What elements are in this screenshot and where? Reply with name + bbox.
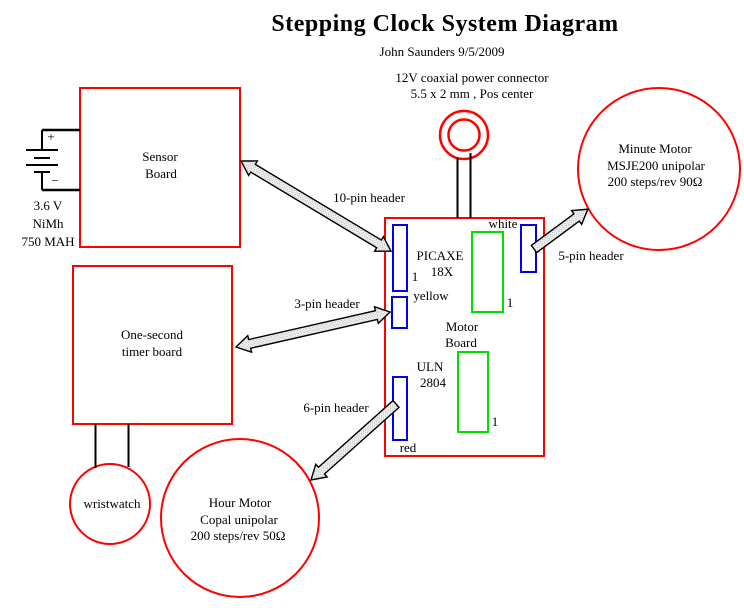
arrow-6pin: [310, 399, 400, 481]
battery-symbol: [26, 128, 80, 192]
wire-label-yellow: yellow: [413, 288, 449, 303]
motor-board-box: [384, 217, 545, 457]
pin1-marker-bottom-chip: 1: [491, 414, 499, 429]
pin1-marker-picaxe: 1: [411, 269, 419, 284]
power-connector-label-line2: 5.5 x 2 mm , Pos center: [410, 86, 534, 101]
battery-minus-sign: −: [51, 173, 59, 188]
sensor-board-box: [79, 87, 241, 248]
battery-label-capacity: 750 MAH: [21, 234, 75, 249]
coax-connector-inner-circle: [447, 118, 481, 152]
hour-motor-label-line3: 200 steps/rev 50Ω: [190, 528, 286, 543]
picaxe-label-line1: PICAXE: [416, 248, 464, 263]
header5-label: 5-pin header: [558, 248, 624, 263]
minute-motor-label-line3: 200 steps/rev 90Ω: [607, 174, 703, 189]
wire-label-red: red: [399, 440, 417, 455]
author-date: John Saunders 9/5/2009: [379, 44, 505, 59]
header6-label: 6-pin header: [303, 400, 369, 415]
chip-bottom-rect: [457, 351, 489, 433]
header3-label: 3-pin header: [294, 296, 360, 311]
pin1-marker-top-chip: 1: [506, 295, 514, 310]
wristwatch-circle: [69, 463, 151, 545]
black-wires: [26, 128, 472, 468]
picaxe-label-line2: 18X: [430, 264, 454, 279]
uln-label-line2: 2804: [420, 375, 446, 390]
page-title: Stepping Clock System Diagram: [271, 11, 619, 37]
coax-connector-outer-circle: [438, 109, 490, 161]
minute-motor-label-line1: Minute Motor: [618, 141, 692, 156]
arrow-3pin: [234, 305, 392, 354]
header10-label: 10-pin header: [333, 190, 405, 205]
connector-arrows: [234, 160, 589, 481]
sensor-board-label-line1: Sensor: [142, 149, 178, 164]
arrow-10pin: [239, 160, 393, 252]
power-connector-label-line1: 12V coaxial power connector: [395, 70, 549, 85]
minute-motor-label-line2: MSJE200 unipolar: [607, 158, 705, 173]
header-3pin-rect: [391, 296, 408, 329]
battery-plus-sign: +: [47, 129, 55, 144]
green-chips: [457, 231, 504, 433]
timer-board-label-line2: timer board: [121, 344, 183, 359]
battery-label-chemistry: NiMh: [32, 216, 64, 231]
hour-motor-circle: [160, 438, 320, 598]
motor-board-label-line1: Motor: [445, 319, 479, 334]
sensor-board-label-line2: Board: [145, 166, 177, 181]
minute-motor-circle: [577, 87, 741, 251]
hour-motor-label-line1: Hour Motor: [208, 495, 272, 510]
wire-label-white: white: [488, 216, 518, 231]
timer-board-label-line1: One-second: [120, 327, 184, 342]
header-10pin-rect: [392, 224, 408, 292]
motor-board-label-line2: Board: [445, 335, 477, 350]
blue-headers: [391, 224, 537, 441]
battery-label-voltage: 3.6 V: [33, 198, 63, 213]
chip-top-rect: [471, 231, 504, 313]
red-shapes: [69, 87, 741, 598]
uln-label-line1: ULN: [416, 359, 444, 374]
wristwatch-label: wristwatch: [83, 496, 141, 511]
timer-board-box: [72, 265, 233, 425]
arrow-5pin: [530, 208, 589, 254]
hour-motor-label-line2: Copal unipolar: [200, 512, 278, 527]
